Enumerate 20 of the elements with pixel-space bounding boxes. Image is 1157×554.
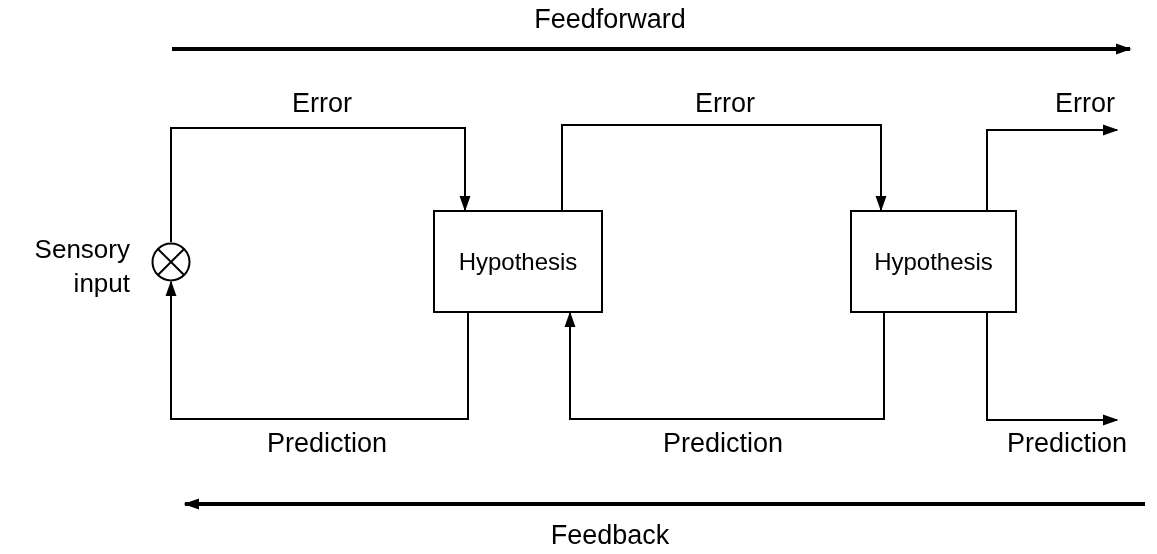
process-box [850, 210, 1017, 313]
edge-label: Prediction [266, 428, 388, 459]
edge-label: Error [292, 88, 352, 119]
edge-label: Error [1055, 88, 1115, 119]
box-label: Hypothesis [458, 247, 578, 276]
process-box [433, 210, 603, 313]
edge-label: Prediction [662, 428, 784, 459]
arrow [561, 124, 887, 212]
flow-label: Feedback [550, 520, 670, 551]
arrow [986, 312, 1119, 426]
edge-label: Error [695, 88, 755, 119]
arrow [564, 311, 885, 420]
arrow [986, 124, 1119, 211]
input-label: Sensory input [33, 233, 130, 300]
arrow [170, 127, 471, 243]
summing-junction [151, 242, 191, 282]
edge-label: Prediction [1006, 428, 1128, 459]
box-label: Hypothesis [874, 247, 993, 276]
flow-label: Feedforward [534, 4, 686, 35]
arrow [165, 280, 469, 420]
